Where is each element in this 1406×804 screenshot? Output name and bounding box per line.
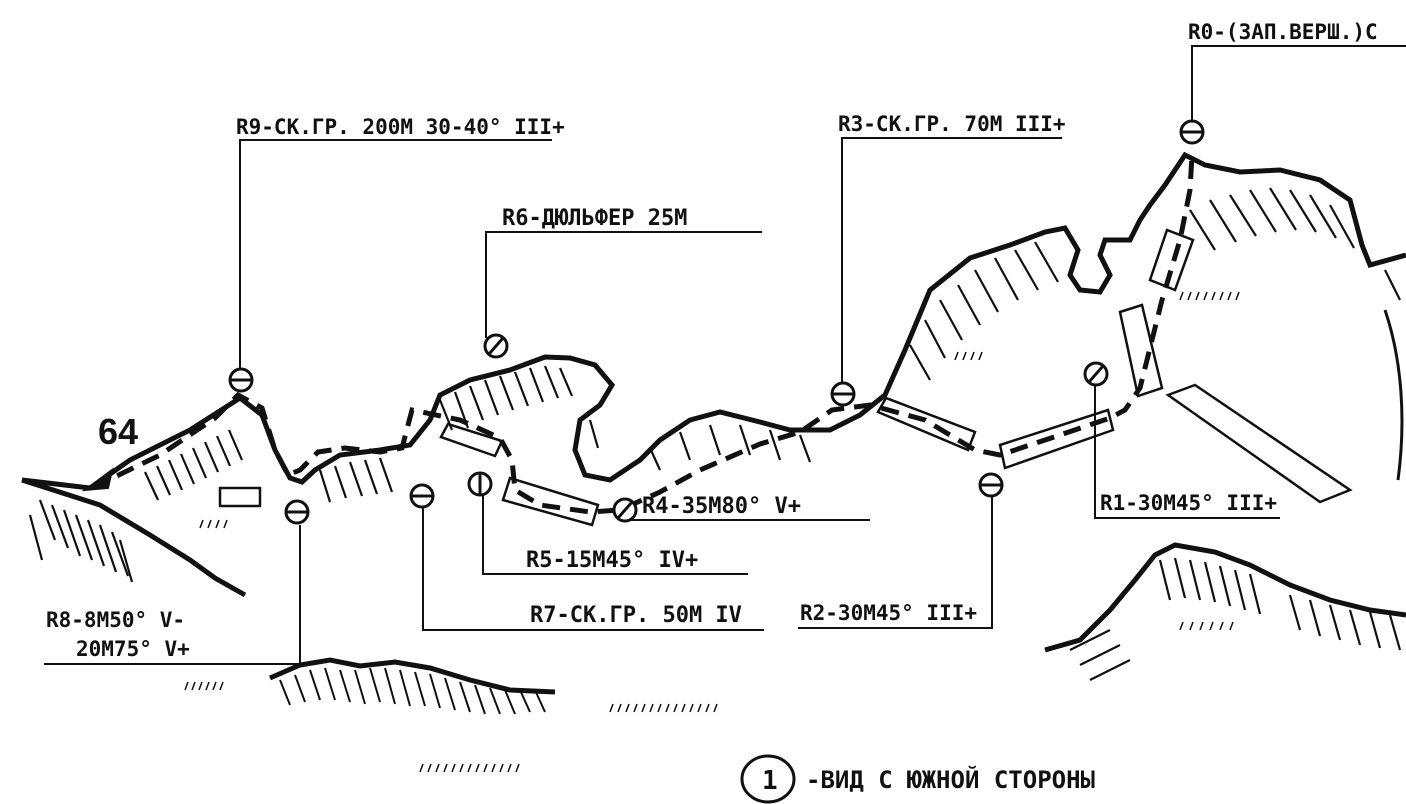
- label-r3: R3-СК.ГР. 70М III+: [838, 112, 1066, 136]
- route-number: 64: [98, 411, 138, 452]
- label-r8-line2: 20М75° V+: [76, 637, 190, 661]
- legend-number: 1: [762, 766, 778, 796]
- bolt-circle-icon: [483, 333, 509, 359]
- label-r1: R1-30М45° III+: [1100, 491, 1277, 515]
- piton-circle-icon: [1179, 119, 1205, 145]
- left-slope-line: [21, 477, 247, 598]
- right-edge-curve: [1383, 309, 1404, 481]
- label-r0: R0-(ЗАП.ВЕРШ.)С: [1188, 20, 1378, 44]
- label-r6: R6-ДЮЛЬФЕР 25М: [502, 206, 687, 231]
- lower-ridge-hatching: [1069, 557, 1402, 681]
- pitch-boxes: [439, 228, 1195, 527]
- label-r5: R5-15М45° IV+: [526, 548, 698, 573]
- piton-circle-icon: [284, 499, 310, 525]
- bolt-circle-icon: [1083, 361, 1109, 387]
- route-arrow-icon: [81, 467, 114, 492]
- piton-circle-icon: [978, 472, 1004, 498]
- legend: 1 -ВИД С ЮЖНОЙ СТОРОНЫ: [740, 754, 1095, 804]
- rock-hatching: [28, 187, 1401, 583]
- legend-text: -ВИД С ЮЖНОЙ СТОРОНЫ: [806, 765, 1095, 794]
- belay-markers: [228, 119, 1205, 525]
- texture-marks: [184, 291, 1240, 773]
- ridge-line: [21, 151, 1406, 491]
- piton-circle-icon: [228, 367, 254, 393]
- bolt-circle-icon: [612, 497, 638, 523]
- snowfield-band: [1165, 383, 1353, 504]
- piton-circle-icon: [409, 483, 435, 509]
- lower-left-ridge: [269, 657, 556, 695]
- left-marker-rect: [218, 486, 262, 508]
- piton-circle-icon: [830, 381, 856, 407]
- bolt-circle-icon: [467, 471, 493, 497]
- label-r9: R9-СК.ГР. 200М 30-40° III+: [236, 115, 565, 139]
- lower-ridge: [1044, 542, 1406, 653]
- label-r7: R7-СК.ГР. 50М IV: [530, 603, 742, 628]
- label-r8-line1: R8-8М50° V-: [46, 608, 185, 632]
- legend-circle: [740, 754, 796, 804]
- lower-left-hatching: [279, 667, 546, 715]
- label-r4: R4-35М80° V+: [642, 494, 801, 519]
- leader-lines: [44, 45, 1406, 665]
- route-dashed-line: [90, 154, 1195, 515]
- label-r2: R2-30М45° III+: [800, 601, 977, 625]
